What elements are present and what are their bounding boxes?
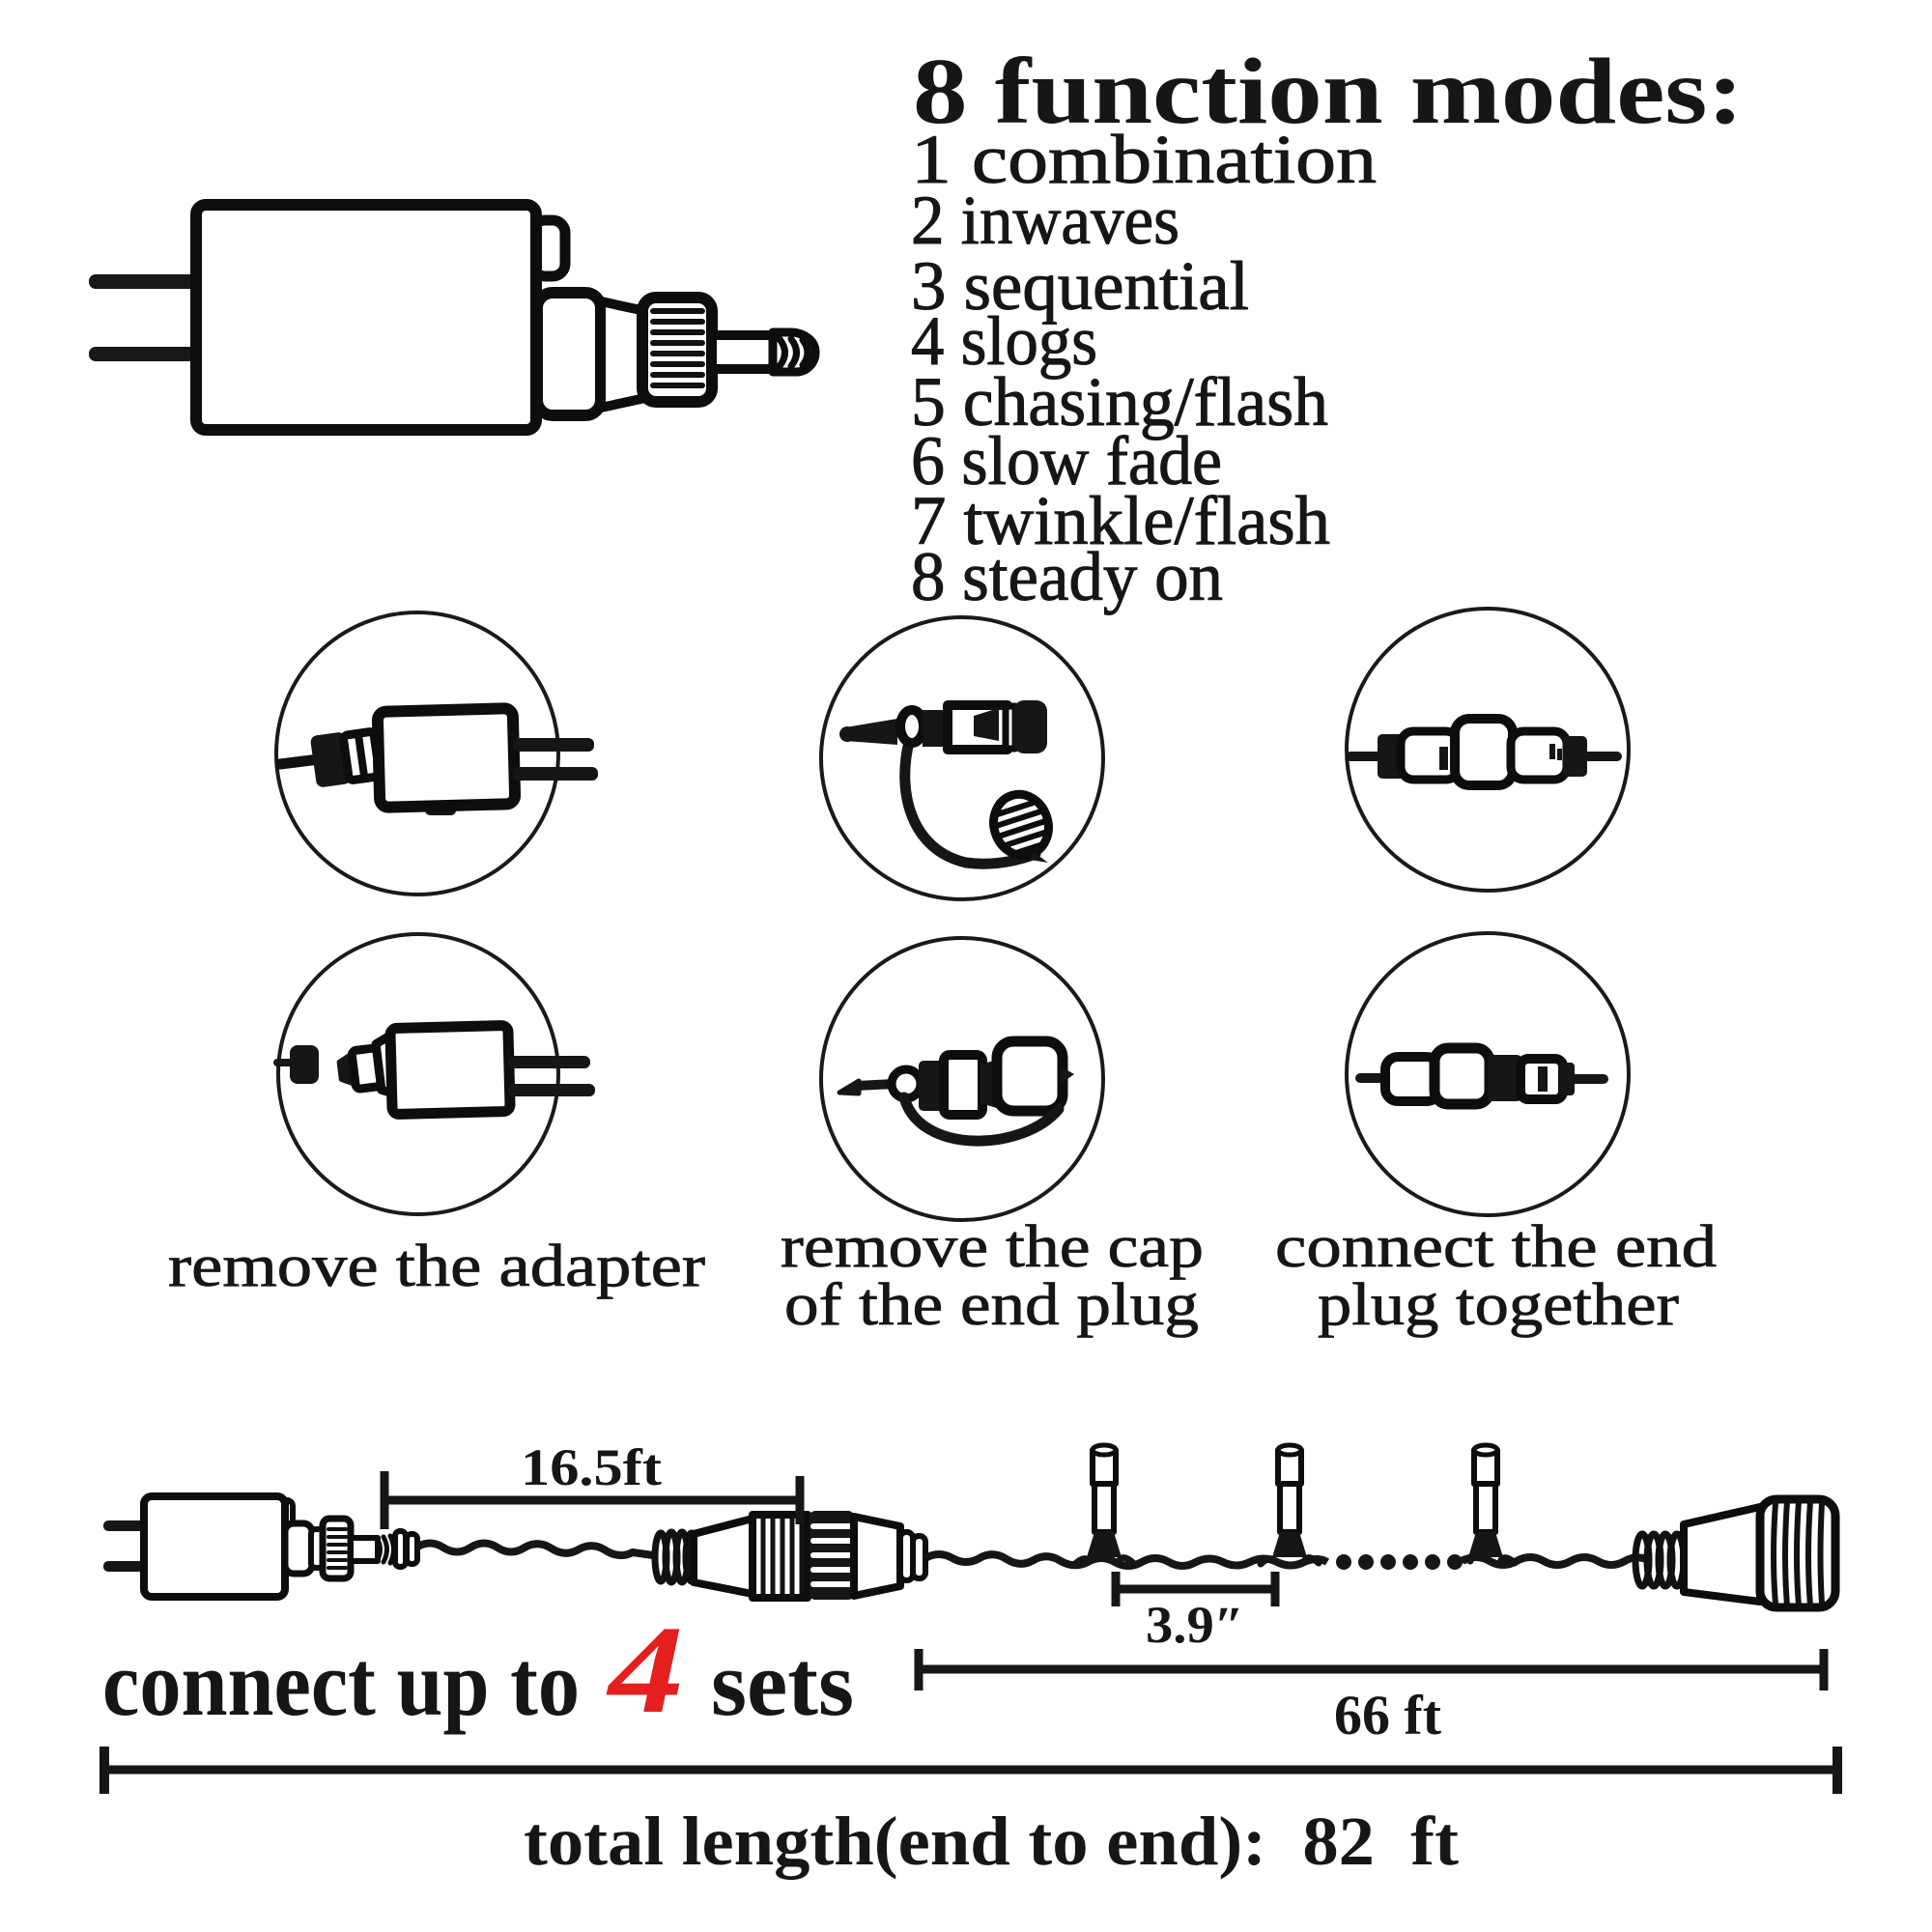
svg-text:5 chasing/flash: 5 chasing/flash [911,363,1328,440]
svg-text:8 function modes:: 8 function modes: [913,40,1744,143]
svg-text:6 slow fade: 6 slow fade [911,422,1222,499]
svg-text:sets: sets [711,1632,854,1735]
svg-text:connect the end: connect the end [1275,1214,1717,1280]
svg-text:1 combination: 1 combination [911,121,1377,198]
svg-text:remove the cap: remove the cap [781,1214,1204,1280]
svg-text:total length(end to end): 82: total length(end to end): 82 ft [524,1803,1459,1880]
svg-text:7 twinkle/flash: 7 twinkle/flash [911,482,1330,559]
svg-text:of the end plug: of the end plug [784,1272,1199,1338]
svg-text:3 sequential: 3 sequential [911,247,1249,325]
svg-text:4 slogs: 4 slogs [911,302,1097,380]
svg-text:remove the adapter: remove the adapter [168,1234,705,1299]
svg-text:2 inwaves: 2 inwaves [911,182,1179,259]
svg-text:4: 4 [605,1601,684,1740]
svg-text:8 steady on: 8 steady on [911,538,1223,615]
svg-text:16.5ft: 16.5ft [521,1438,662,1496]
svg-text:3.9″: 3.9″ [1146,1596,1244,1654]
svg-text:66 ft: 66 ft [1334,1684,1442,1747]
svg-text:plug together: plug together [1318,1272,1679,1338]
svg-text:connect up to: connect up to [102,1632,580,1735]
